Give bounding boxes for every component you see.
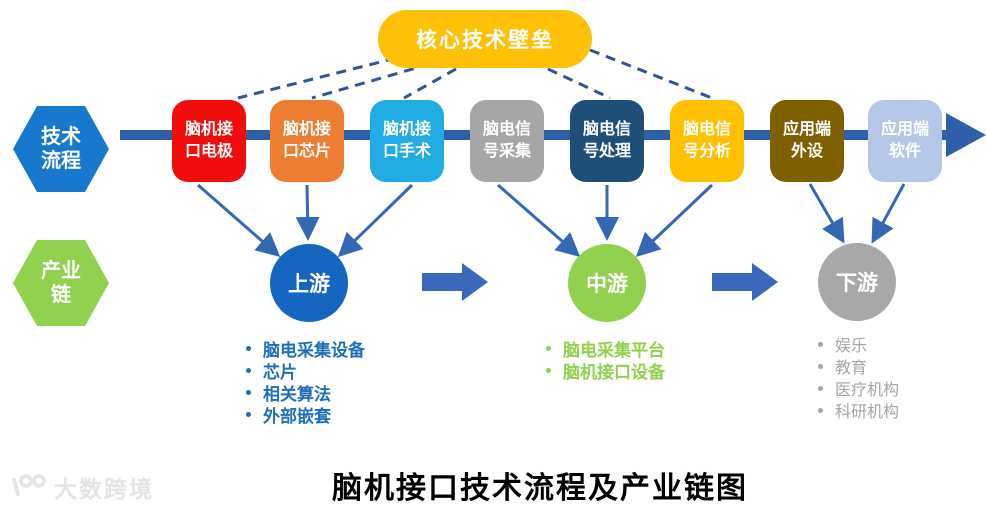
process-box-bci-surgery: 脑机接 口手术 [370, 100, 444, 182]
box-label-line: 脑机接 [282, 121, 331, 139]
box-label-line: 脑电信 [482, 121, 531, 139]
bullet-dot-icon [246, 367, 251, 373]
chain-node-downstream: 下游 [818, 243, 896, 321]
stage-label-industry-chain: 产业 链 [13, 240, 109, 326]
arrow-analysis-midstream [635, 183, 714, 258]
list-item: 脑电采集平台 [546, 337, 665, 360]
bullet-dot-icon [246, 345, 251, 351]
midstream-items-list: 脑电采集平台 脑机接口设备 [546, 337, 665, 382]
list-item: 娱乐 [818, 333, 899, 355]
box-label-line: 脑电信 [682, 121, 731, 139]
arrow-software-downstream [871, 183, 906, 244]
stage-label-tech-flow: 技术 流程 [13, 106, 109, 192]
watermark: 大数跨境 [8, 470, 154, 504]
chain-node-upstream: 上游 [270, 244, 348, 322]
list-item-text: 脑机接口设备 [563, 362, 665, 382]
upstream-items-list: 脑电采集设备 芯片 相关算法 外部嵌套 [246, 337, 365, 426]
bullet-dot-icon [246, 389, 251, 395]
list-item-text: 教育 [835, 360, 868, 377]
tech-flow-axis-arrowhead-icon [946, 113, 986, 157]
dashed-link-surgery [403, 67, 457, 100]
chain-node-midstream: 中游 [568, 244, 646, 322]
list-item: 芯片 [246, 359, 365, 382]
box-label-line: 应用端 [880, 121, 929, 139]
diagram-title: 脑机接口技术流程及产业链图 [332, 472, 748, 505]
process-box-eeg-processing: 脑电信 号处理 [570, 100, 644, 182]
box-label-line: 口电极 [184, 143, 233, 160]
process-box-eeg-analysis: 脑电信 号分析 [670, 100, 744, 182]
arrow-chip-upstream [295, 184, 320, 241]
list-item-text: 脑电采集平台 [563, 340, 665, 360]
tech-flow-label-line2: 流程 [41, 150, 81, 172]
process-box-bci-chip: 脑机接 口芯片 [270, 100, 344, 182]
process-box-app-peripherals: 应用端 外设 [770, 100, 844, 182]
downstream-items-list: 娱乐 教育 医疗机构 科研机构 [818, 333, 899, 421]
box-label-line: 软件 [888, 143, 921, 160]
list-item: 脑电采集设备 [246, 337, 365, 360]
list-item: 科研机构 [818, 399, 899, 421]
arrow-acquisition-midstream [497, 183, 581, 257]
box-label-line: 号处理 [582, 143, 631, 160]
tech-flow-label-line1: 技术 [41, 126, 81, 148]
list-item-text: 外部嵌套 [263, 406, 331, 426]
box-label-line: 脑机接 [382, 121, 431, 139]
arrow-surgery-upstream [337, 183, 414, 258]
bullet-dot-icon [546, 367, 551, 373]
dashed-link-processing [547, 67, 611, 100]
list-item-text: 相关算法 [263, 384, 331, 404]
box-label-line: 脑电信 [582, 121, 631, 139]
list-item-text: 脑电采集设备 [263, 340, 365, 360]
bullet-dot-icon [818, 363, 823, 369]
downstream-label: 下游 [836, 272, 878, 295]
bullet-dot-icon [818, 385, 823, 391]
box-label-line: 外设 [790, 143, 823, 160]
watermark-text: 大数跨境 [54, 476, 154, 502]
dashed-link-analysis [589, 48, 713, 100]
list-item-text: 科研机构 [835, 404, 900, 421]
process-box-app-software: 应用端 软件 [868, 100, 942, 182]
dashed-link-chip [311, 62, 431, 100]
arrow-upstream-to-midstream-icon [422, 263, 488, 301]
arrow-peripherals-downstream [808, 183, 845, 244]
box-label-line: 口芯片 [282, 143, 331, 160]
list-item: 脑机接口设备 [546, 359, 665, 382]
industry-chain-label-line2: 链 [51, 284, 71, 306]
watermark-logo-icon [12, 474, 46, 496]
list-item: 医疗机构 [818, 377, 899, 399]
core-tech-barrier-label: 核心技术壁垒 [416, 29, 554, 52]
bullet-dot-icon [818, 407, 823, 413]
bullet-dot-icon [818, 341, 823, 347]
box-label-line: 号采集 [482, 143, 531, 160]
list-item-text: 芯片 [263, 362, 297, 382]
list-item: 相关算法 [246, 381, 365, 404]
dashed-link-electrode [237, 52, 413, 100]
box-label-line: 脑机接 [184, 121, 233, 139]
upstream-label: 上游 [288, 273, 330, 296]
bullet-dot-icon [546, 345, 551, 351]
core-tech-barrier-bubble: 核心技术壁垒 [378, 10, 592, 68]
list-item-text: 娱乐 [835, 338, 868, 355]
arrow-electrode-upstream [197, 183, 281, 257]
box-label-line: 应用端 [782, 121, 831, 139]
list-item: 教育 [818, 355, 899, 377]
industry-chain-label-line1: 产业 [41, 260, 81, 282]
bullet-dot-icon [246, 411, 251, 417]
process-box-eeg-acquisition: 脑电信 号采集 [470, 100, 544, 182]
process-box-bci-electrode: 脑机接 口电极 [172, 100, 246, 182]
box-label-line: 口手术 [382, 143, 431, 160]
box-label-line: 号分析 [682, 143, 731, 160]
list-item: 外部嵌套 [246, 403, 365, 426]
list-item-text: 医疗机构 [835, 382, 900, 399]
midstream-label: 中游 [586, 273, 628, 296]
arrow-midstream-to-downstream-icon [712, 263, 778, 301]
